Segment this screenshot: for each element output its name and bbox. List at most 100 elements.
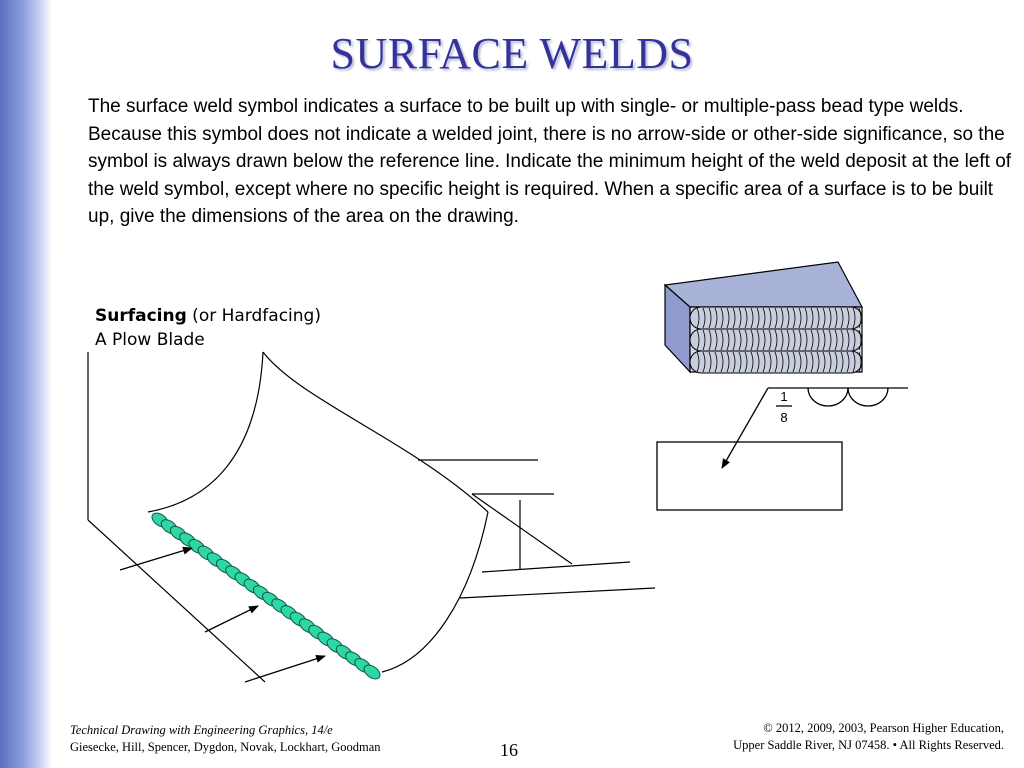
block-bead-ripple	[750, 307, 754, 329]
slide-title: SURFACE WELDS	[330, 29, 694, 78]
left-decorative-bar	[0, 0, 52, 768]
surface-weld-symbol-arcs	[807, 387, 889, 407]
blade-arrows	[119, 546, 326, 683]
block-bead-ripple	[822, 351, 826, 373]
block-bead-ripple	[816, 307, 820, 329]
blade-top-right-edge	[262, 351, 489, 513]
block-bead-ripple	[840, 329, 844, 351]
block-bead-ripple	[756, 351, 760, 373]
block-bead-ripple	[822, 307, 826, 329]
block-bead-ripple	[828, 307, 832, 329]
block-bead-ripple	[708, 329, 712, 351]
block-bead-ripple	[810, 307, 814, 329]
surfaced-block	[663, 261, 863, 374]
block-bead-ripple	[696, 307, 700, 329]
block-bead-ripple	[780, 351, 784, 373]
block-bead-ripple	[696, 329, 700, 351]
block-bead-ripple	[828, 351, 832, 373]
block-bead-ripple	[792, 329, 796, 351]
block-bead-ripple	[744, 307, 748, 329]
frame-line-3	[471, 493, 573, 565]
block-bead-ripple	[858, 351, 862, 373]
block-bead-ripple	[852, 329, 856, 351]
blade-bottom-edge	[87, 519, 266, 683]
block-bead-ripple	[846, 351, 850, 373]
block-bead-ripple	[762, 351, 766, 373]
surfacing-label: Surfacing (or Hardfacing)	[95, 306, 321, 326]
weld-symbol	[656, 387, 908, 511]
block-top-face	[663, 261, 863, 308]
block-bead-ripple	[810, 351, 814, 373]
frame-line-5	[481, 561, 631, 573]
block-bead-row	[689, 350, 863, 374]
footer-authors: Giesecke, Hill, Spencer, Dygdon, Novak, …	[70, 740, 381, 754]
body-paragraph: The surface weld symbol indicates a surf…	[88, 96, 1012, 227]
block-bead-ripple	[846, 307, 850, 329]
block-bead-ripple	[840, 307, 844, 329]
block-bead-ripple	[852, 307, 856, 329]
block-bead-ripple	[798, 307, 802, 329]
block-bead-ripple	[702, 329, 706, 351]
block-bead-ripple	[732, 307, 736, 329]
block-bead-ripple	[756, 307, 760, 329]
block-bead-ripple	[816, 351, 820, 373]
block-bead-rows	[689, 306, 863, 374]
block-bead-ripple	[714, 329, 718, 351]
block-bead-ripple	[726, 329, 730, 351]
block-bead-ripple	[792, 351, 796, 373]
block-bead-ripple	[702, 307, 706, 329]
block-bead-ripple	[708, 351, 712, 373]
block-bead-ripple	[804, 307, 808, 329]
block-bead-ripple	[780, 307, 784, 329]
block-bead-ripple	[696, 351, 700, 373]
block-bead-ripple	[816, 329, 820, 351]
block-bead-ripple	[708, 307, 712, 329]
block-bead-ripple	[792, 307, 796, 329]
block-bead-ripple	[726, 351, 730, 373]
block-bead-ripple	[798, 329, 802, 351]
block-bead-ripple	[720, 307, 724, 329]
block-bead-ripple	[732, 329, 736, 351]
plow-blade-drawing	[87, 351, 656, 683]
footer-copyright: © 2012, 2009, 2003, Pearson Higher Educa…	[763, 721, 1004, 735]
weld-bead	[151, 512, 381, 680]
block-bead-ripple	[720, 329, 724, 351]
footer-book-title: Technical Drawing with Engineering Graph…	[70, 723, 333, 737]
block-bead-ripple	[852, 351, 856, 373]
block-bead-ripple	[786, 329, 790, 351]
block-bead-ripple	[858, 329, 862, 351]
block-bead-ripple	[744, 351, 748, 373]
block-bead-ripple	[762, 307, 766, 329]
block-bead-ripple	[774, 329, 778, 351]
block-bead-ripple	[834, 307, 838, 329]
page-number: 16	[500, 740, 518, 760]
block-bead-ripple	[756, 329, 760, 351]
block-bead-ripple	[840, 351, 844, 373]
surfacing-label-bold: Surfacing	[95, 306, 187, 326]
block-bead-ripple	[798, 351, 802, 373]
block-bead-ripple	[720, 351, 724, 373]
block-bead-ripple	[714, 307, 718, 329]
weld-bead-ripple	[363, 664, 381, 680]
arrow-2	[204, 605, 259, 633]
frame-line-6	[459, 587, 656, 599]
blade-top-curve	[147, 351, 264, 513]
block-bead-ripple	[750, 329, 754, 351]
block-bead-ripple	[744, 329, 748, 351]
block-bead-ripple	[768, 329, 772, 351]
block-bead-ripple	[828, 329, 832, 351]
block-bead-ripple	[846, 329, 850, 351]
block-bead-ripple	[810, 329, 814, 351]
block-bead-ripple	[738, 307, 742, 329]
block-bead-ripple	[738, 351, 742, 373]
part-rectangle	[656, 441, 843, 511]
symbol-height-numerator: 1	[780, 389, 787, 404]
block-bead-ripple	[732, 351, 736, 373]
block-bead-ripple	[780, 329, 784, 351]
block-bead-ripple	[702, 351, 706, 373]
block-bead-ripple	[726, 307, 730, 329]
block-bead-ripple	[750, 351, 754, 373]
footer-address: Upper Saddle River, NJ 07458. • All Righ…	[733, 738, 1004, 752]
block-bead-ripple	[822, 329, 826, 351]
